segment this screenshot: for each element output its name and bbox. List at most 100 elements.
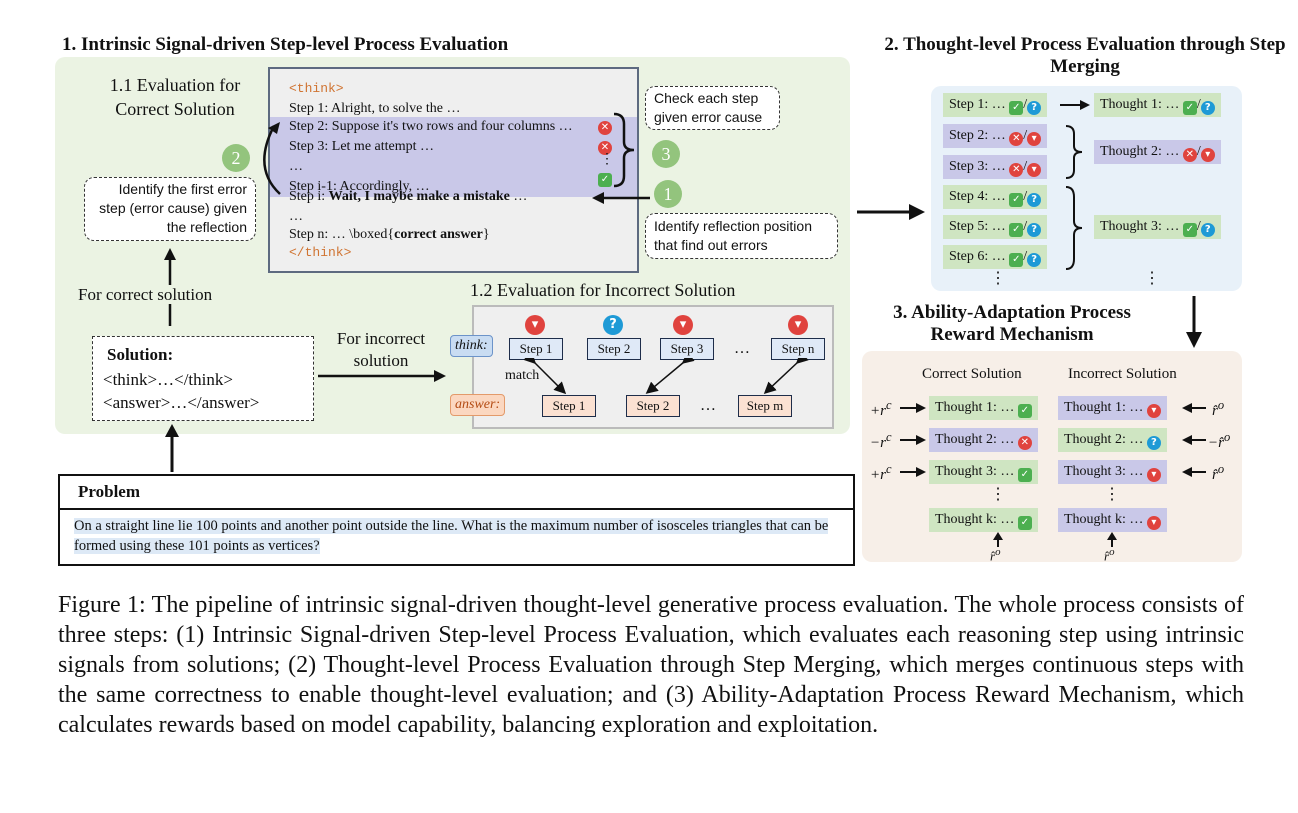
think-step-i-1: Step i-1: Accordingly, … <box>270 177 637 197</box>
incorrect-thought-3-text: Thought 3: … <box>1064 464 1144 479</box>
vertical-ellipsis-icon: ⋮ <box>600 152 614 167</box>
reward-sup-1: c <box>885 398 892 412</box>
check-icon: ✓ <box>1017 468 1032 482</box>
question-icon: ? <box>1146 436 1161 450</box>
check-icon: ✓ <box>1009 253 1024 267</box>
merge-steps-vdots: ⋮ <box>990 270 1006 287</box>
bottom-reward-right-value: r̂ <box>1104 548 1110 564</box>
correct-thought-1-text: Thought 1: … <box>935 400 1015 415</box>
note-first-error: Identify the first error step (error cau… <box>84 177 256 241</box>
answer-label: answer: <box>450 394 506 416</box>
match-label: match <box>505 368 540 383</box>
right-reward-label-1: r̂o <box>1212 398 1224 420</box>
merge-step-4-text: Step 4: … <box>949 189 1006 204</box>
think-close-tag: </think> <box>289 245 352 260</box>
reward-label-3: +rc <box>870 462 892 484</box>
problem-text: On a straight line lie 100 points and an… <box>74 518 829 554</box>
step-number-2: 2 <box>222 144 250 172</box>
merge-step-6: Step 6: … ✓/? <box>943 245 1048 269</box>
merge-step-4: Step 4: … ✓/? <box>943 185 1048 209</box>
left-reward-arrows <box>900 403 926 477</box>
incorrect-thoughts-vdots: ⋮ <box>1104 486 1120 503</box>
thumbs-down-icon: ▾ <box>1027 163 1042 177</box>
check-icon: ✓ <box>1009 223 1024 237</box>
think-step-2: Step 2: Suppose it's two rows and four c… <box>270 117 637 137</box>
right-reward-sup-2: o <box>1223 430 1231 444</box>
solution-answer: <answer>…</answer> <box>103 393 260 412</box>
arrow-to-section2 <box>857 204 925 220</box>
think-label: think: <box>450 335 493 357</box>
solution-box: Solution: <think>…</think> <answer>…</an… <box>92 336 314 421</box>
merge-step-2: Step 2: … ✕/▾ <box>943 124 1048 148</box>
think-step-i-1-text: Step i-1: Accordingly, … <box>289 179 430 194</box>
right-reward-value-2: −r̂ <box>1208 435 1224 451</box>
think-ellipsis-text: … <box>289 159 303 174</box>
question-icon: ? <box>1027 253 1042 267</box>
correct-thought-2-text: Thought 2: … <box>935 432 1015 447</box>
arrow-right-incorrect <box>318 370 446 382</box>
reward-value-3: +r <box>870 467 886 483</box>
question-icon: ? <box>1027 193 1042 207</box>
subsection-1-2-title: 1.2 Evaluation for Incorrect Solution <box>470 280 736 300</box>
merged-thoughts-vdots: ⋮ <box>1144 270 1160 287</box>
incorrect-solution-header: Incorrect Solution <box>1068 366 1177 382</box>
incorrect-thought-2-text: Thought 2: … <box>1064 432 1144 447</box>
bottom-reward-left: r̂o <box>990 546 1000 564</box>
subsection-1-1-title: 1.1 Evaluation for Correct Solution <box>109 75 241 119</box>
right-reward-label-3: r̂o <box>1212 462 1224 484</box>
think-step-n-text: Step n: … \boxed{ <box>289 227 395 242</box>
incorrect-thought-k-text: Thought k: … <box>1064 512 1144 527</box>
merged-thought-1: Thought 1: … ✓/? <box>1094 93 1221 117</box>
merge-step-1-text: Step 1: … <box>949 97 1006 112</box>
think-ellipsis-line: … <box>270 157 637 177</box>
correct-thought-3: Thought 3: … ✓ <box>929 460 1038 484</box>
think-steps-ellipsis: … <box>734 340 750 357</box>
merge-step-2-text: Step 2: … <box>949 128 1006 143</box>
note-check-steps: Check each step given error cause <box>645 86 780 130</box>
check-icon: ✓ <box>1017 516 1032 530</box>
bottom-reward-left-sup: o <box>995 546 1001 558</box>
merged-thought-1-text: Thought 1: … <box>1100 97 1180 112</box>
right-reward-label-2: −r̂o <box>1208 430 1230 452</box>
correct-thought-1: Thought 1: … ✓ <box>929 396 1038 420</box>
boxed-close: } <box>482 227 490 242</box>
curved-arrow <box>263 122 281 195</box>
thumbs-down-icon: ▾ <box>1027 132 1042 146</box>
brace-steps-4-6 <box>1065 186 1083 270</box>
cross-icon: ✕ <box>1009 132 1024 146</box>
think-step-box-3: Step 3 <box>660 338 714 360</box>
thumbs-down-icon: ▾ <box>1146 516 1161 530</box>
thumbs-down-icon: ▾ <box>525 315 545 335</box>
thumbs-down-icon: ▾ <box>788 315 808 335</box>
bottom-arrow-left <box>993 532 1003 547</box>
merge-step-5: Step 5: … ✓/? <box>943 215 1048 239</box>
answer-step-box-1: Step 1 <box>542 395 596 417</box>
bottom-reward-left-value: r̂ <box>990 548 996 564</box>
merge-step-6-text: Step 6: … <box>949 249 1006 264</box>
think-step-3-text: Step 3: Let me attempt … <box>289 139 435 154</box>
bottom-reward-right-sup: o <box>1109 546 1115 558</box>
arrow-up-problem <box>165 424 179 472</box>
section3-title: 3. Ability-Adaptation Process Reward Mec… <box>893 302 1131 345</box>
think-box: <think> Step 1: Alright, to solve the … … <box>268 67 639 273</box>
incorrect-thought-k: Thought k: … ▾ <box>1058 508 1167 532</box>
merge-step-5-text: Step 5: … <box>949 219 1006 234</box>
incorrect-thought-2: Thought 2: … ? <box>1058 428 1167 452</box>
correct-thought-k: Thought k: … ✓ <box>929 508 1038 532</box>
reward-sup-3: c <box>885 462 892 476</box>
for-incorrect-label: For incorrect solution <box>336 329 426 370</box>
merged-thought-3-text: Thought 3: … <box>1100 219 1180 234</box>
right-reward-sup-1: o <box>1217 398 1225 412</box>
question-icon: ? <box>1027 101 1042 115</box>
correct-thought-3-text: Thought 3: … <box>935 464 1015 479</box>
think-step-3: Step 3: Let me attempt … <box>270 137 637 157</box>
bottom-arrow-right <box>1107 532 1117 547</box>
thumbs-down-icon: ▾ <box>1146 404 1161 418</box>
answer-step-box-2: Step 2 <box>626 395 680 417</box>
problem-header: Problem <box>60 476 853 510</box>
section3-panel <box>862 351 1242 562</box>
think-step-box-1: Step 1 <box>509 338 563 360</box>
section2-title: 2. Thought-level Process Evaluation thro… <box>880 34 1290 78</box>
solution-title: Solution: <box>107 345 174 364</box>
problem-text-wrap: On a straight line lie 100 points and an… <box>74 516 834 556</box>
